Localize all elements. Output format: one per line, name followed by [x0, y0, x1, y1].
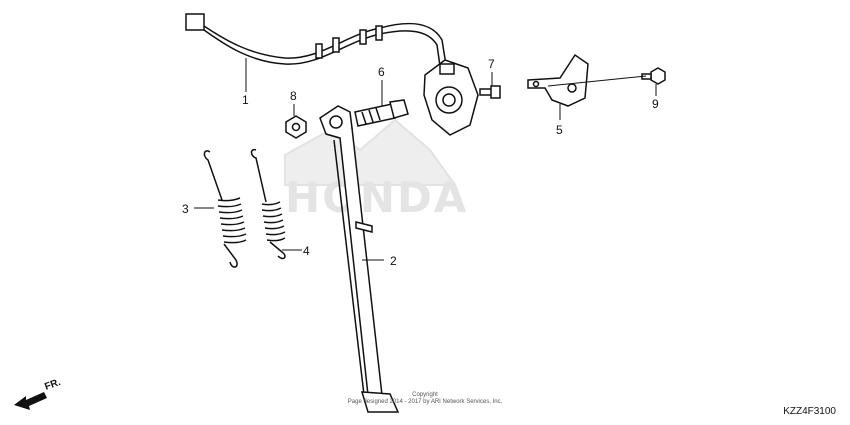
callout-9: 9 [652, 97, 659, 111]
watermark-brand: HONDA [285, 173, 468, 222]
switch-rotor-center [442, 93, 456, 107]
part-7-screw [479, 85, 501, 99]
front-label: FR. [43, 377, 62, 393]
part-2-side-stand [319, 105, 400, 413]
callout-2: 2 [390, 254, 397, 268]
bolt-thread-1 [361, 111, 367, 125]
side-stand-switch [423, 59, 479, 136]
bolt-thread-3 [375, 107, 381, 121]
connector-plug [185, 13, 205, 31]
callout-numbers: 1 2 3 4 5 6 7 8 9 [182, 57, 659, 268]
callout-7: 7 [488, 57, 495, 71]
wire-grommet-1 [315, 43, 323, 59]
bolt-head [389, 99, 409, 119]
stand-leg-edge [333, 139, 365, 396]
wire-upper [203, 22, 447, 66]
honda-watermark: HONDA [284, 118, 468, 222]
inner-spring-hook-top [250, 148, 267, 203]
wire-grommet-2 [332, 37, 340, 53]
callout-4: 4 [303, 244, 310, 258]
bracket-body [527, 53, 589, 107]
stand-foot [360, 391, 400, 413]
callout-1: 1 [242, 93, 249, 107]
part-1-switch-wire [185, 13, 447, 67]
wire-grommet-4 [375, 25, 383, 41]
diagram-code: KZZ4F3100 [783, 406, 836, 417]
part-8-nut [285, 115, 307, 139]
callout-6: 6 [378, 65, 385, 79]
front-arrow-icon [14, 392, 47, 410]
part-6-pivot-bolt [354, 99, 409, 127]
copyright-line-2: Page designed 2014 - 2017 by ARI Network… [348, 399, 503, 405]
callout-5: 5 [556, 123, 563, 137]
spring-hook-pin [355, 221, 373, 233]
bracket-tab-hole [532, 80, 540, 88]
spring-hook-bottom [223, 243, 238, 268]
bolt-shaft [354, 103, 396, 127]
callout-8: 8 [290, 89, 297, 103]
callout-3: 3 [182, 202, 189, 216]
leader-lines [194, 58, 657, 261]
spring-coils [217, 197, 247, 244]
switch-terminal [439, 63, 455, 75]
copyright-line-1: Copyright [412, 392, 438, 398]
bracket-hole [567, 83, 577, 93]
leader-5-to-9 [547, 75, 647, 87]
inner-spring-hook-bottom [269, 241, 286, 260]
screw-head [490, 85, 501, 99]
bolt-thread-2 [368, 109, 374, 123]
wire-grommet-3 [359, 29, 367, 45]
bolt9-head [650, 67, 666, 85]
front-direction-marker: FR. [14, 377, 62, 410]
spring-hook-top [203, 150, 223, 201]
part-3-outer-spring [203, 150, 247, 268]
copyright-block: Copyright Page designed 2014 - 2017 by A… [348, 392, 503, 405]
nut-hole [291, 122, 301, 132]
part-9-bolt [641, 67, 666, 85]
part-5-bracket [527, 53, 589, 107]
stand-pivot-hole [329, 115, 343, 129]
inner-spring-coils [261, 201, 286, 242]
part-4-inner-spring [250, 148, 286, 260]
screw-shaft [479, 88, 493, 96]
